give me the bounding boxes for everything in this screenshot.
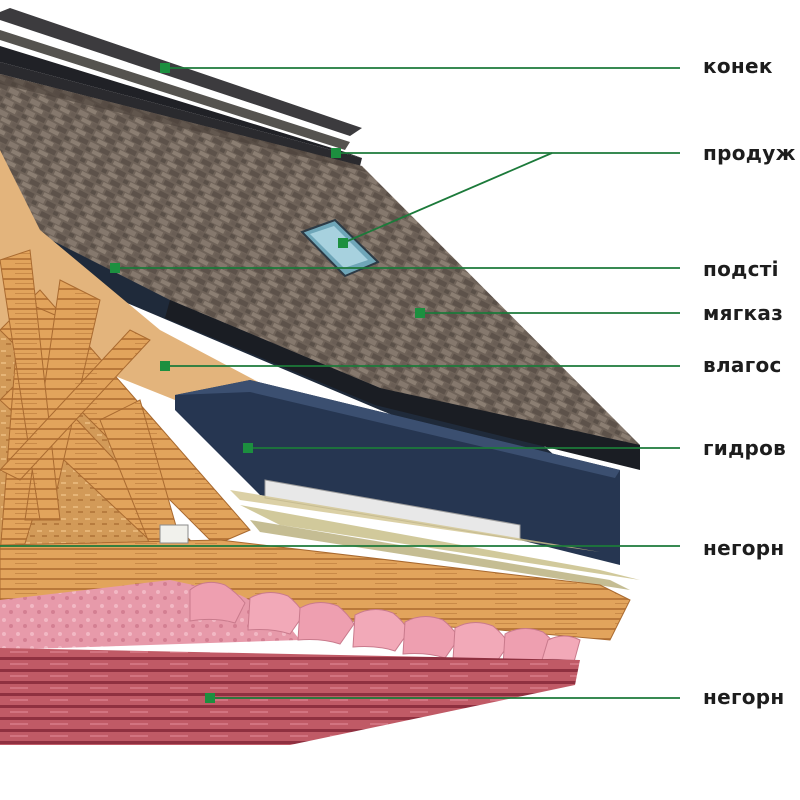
ridge-vent-lower (0, 62, 362, 166)
rafters (0, 249, 251, 561)
drip-edge (165, 300, 640, 470)
label-nonflammable-2: негорн (703, 685, 785, 709)
label-soft-roofing: мягказ (703, 301, 784, 325)
ridge-strip-lower (0, 30, 350, 150)
label-nonflammable-1: негорн (703, 536, 785, 560)
battens (230, 490, 640, 590)
label-underlayment: подсті (703, 257, 779, 281)
ceiling-panels (0, 648, 580, 745)
label-ventilation: продуж (703, 141, 796, 165)
callout-dots (110, 63, 425, 703)
ridge-strip (0, 8, 362, 136)
callout-lines (0, 67, 680, 699)
label-moisture-barrier: влагос (703, 353, 782, 377)
vent-box (159, 524, 189, 544)
insulation-batts (189, 581, 581, 671)
soft-shingles (0, 74, 640, 455)
label-waterproofing: гидров (703, 436, 787, 460)
label-ridge: конек (703, 54, 773, 78)
waterproof-membrane (175, 380, 620, 565)
ridge-vent (0, 46, 362, 158)
